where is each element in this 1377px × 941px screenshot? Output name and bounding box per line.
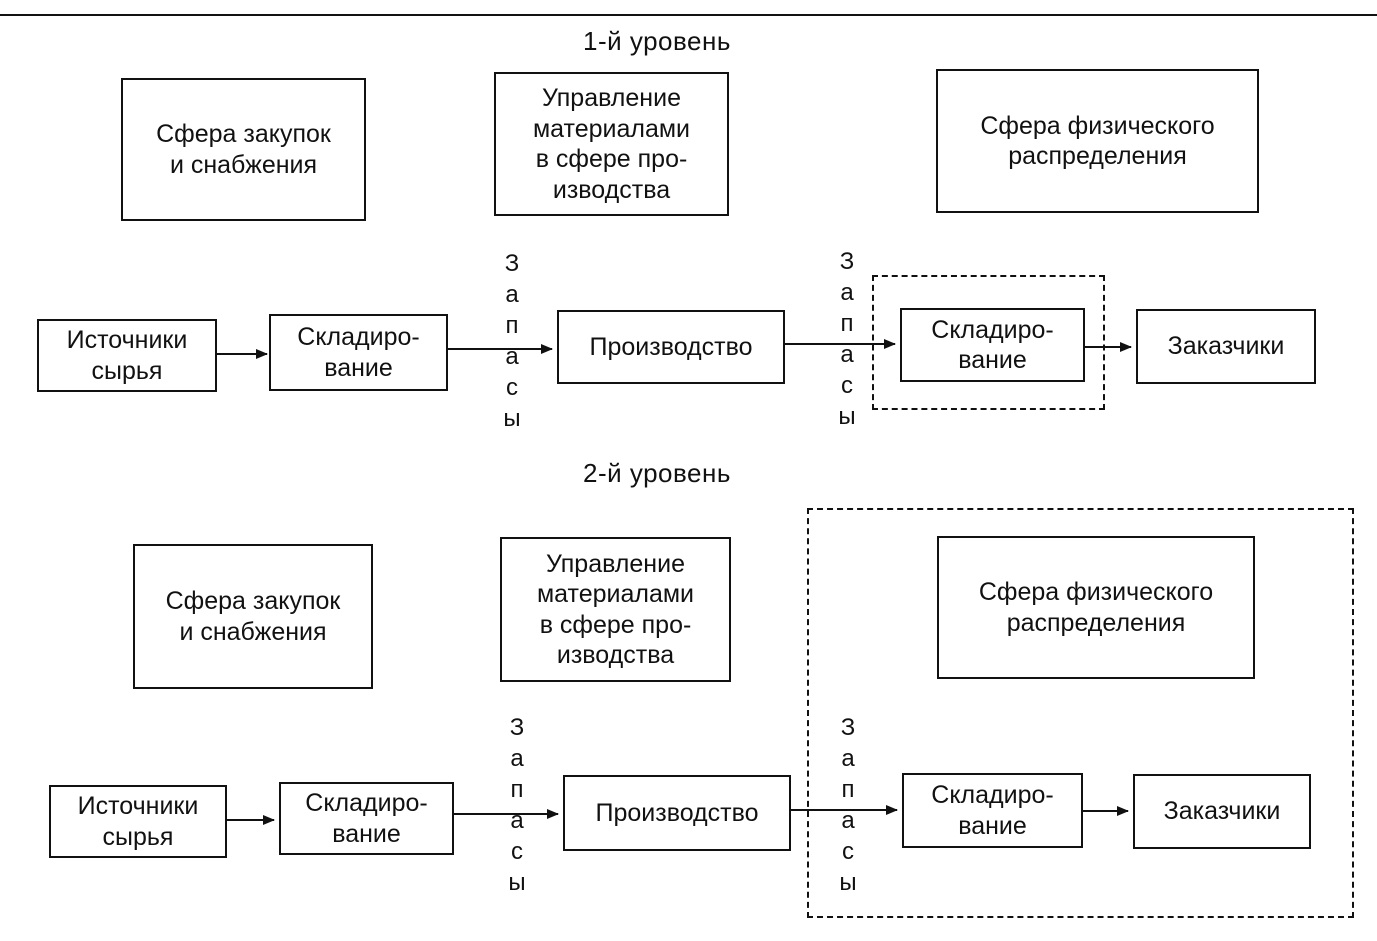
level2-distribution-highlight (807, 508, 1354, 918)
level1-distribution-highlight (872, 275, 1105, 410)
level2-customers-box: Заказчики (1133, 774, 1311, 849)
level2-title: 2-й уровень (583, 458, 731, 488)
level1-customers-box: Заказчики (1136, 309, 1316, 384)
level1-warehouse-box: Складиро- вание (900, 308, 1085, 382)
level2-production-sphere: Управление материалами в сфере про- изво… (500, 537, 731, 682)
level2-procurement-sphere: Сфера закупок и снабжения (133, 544, 373, 689)
level1-title: 1-й уровень (583, 26, 731, 56)
level1-production-sphere: Управление материалами в сфере про- изво… (494, 72, 729, 216)
level1-distribution-sphere: Сфера физического распределения (936, 69, 1259, 213)
level1-production-box: Производство (557, 310, 785, 384)
level2-warehouse-box: Складиро- вание (902, 773, 1083, 848)
level1-procurement-sphere: Сфера закупок и снабжения (121, 78, 366, 221)
top-rule (0, 14, 1377, 16)
level1-storage-box: Складиро- вание (269, 314, 448, 391)
level2-production-box: Производство (563, 775, 791, 851)
level1-sources-box: Источники сырья (37, 319, 217, 392)
level2-sources-box: Источники сырья (49, 785, 227, 858)
level2-distribution-sphere: Сфера физического распределения (937, 536, 1255, 679)
level2-storage-box: Складиро- вание (279, 782, 454, 855)
